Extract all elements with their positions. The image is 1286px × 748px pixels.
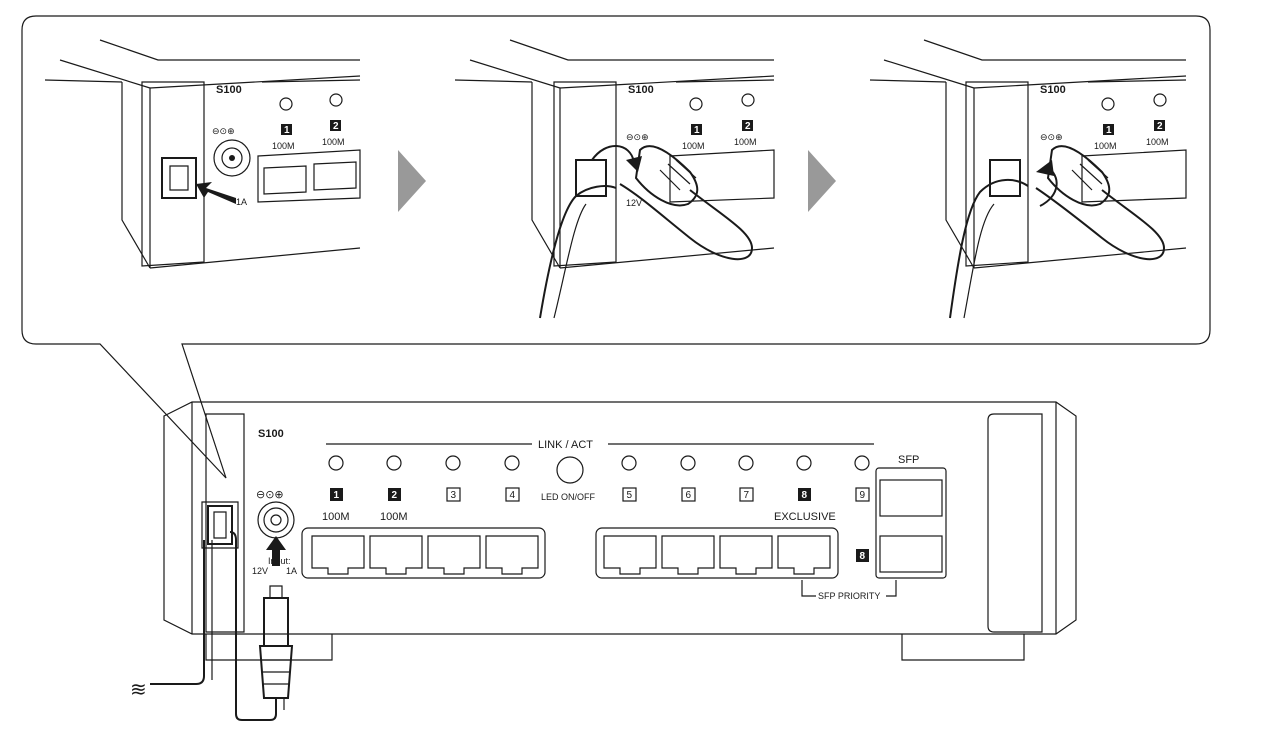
step1-rating: 1A (236, 197, 247, 207)
port-num-4: 4 (510, 490, 516, 501)
rj45-port-4[interactable] (485, 535, 539, 575)
step1-power-symbol: ⊖⊙⊕ (212, 126, 235, 136)
step-arrow-2 (808, 150, 836, 212)
port-num-2: 2 (392, 490, 398, 501)
led-6 (680, 455, 696, 471)
led-2 (386, 455, 402, 471)
sfp-label: SFP (898, 454, 919, 466)
rj45-group-right (595, 527, 839, 579)
step1-speed-1: 100M (272, 141, 295, 151)
step2-port-1-num: 1 (694, 125, 700, 136)
led-row (328, 455, 870, 471)
device-rear-panel: S100 LINK / ACT LED ON/OFF 1 2 3 (163, 401, 1077, 661)
rj45-port-5[interactable] (603, 535, 657, 575)
callout-bubble (21, 15, 1211, 479)
model-label: S100 (258, 428, 284, 440)
power-symbol: ⊖⊙⊕ (256, 489, 284, 501)
power-cable: ≋ (130, 540, 213, 701)
power-rating-right: 1A (286, 566, 297, 576)
step-panel-1: S100 1 2 100M 100M ⊖⊙⊕ 1A (44, 39, 361, 269)
step1-port-1-num: 1 (284, 125, 290, 136)
led-7 (738, 455, 754, 471)
speed-label-2: 100M (380, 511, 408, 523)
step2-speed-2: 100M (734, 137, 757, 147)
rj45-port-1[interactable] (311, 535, 365, 575)
rj45-group-left (301, 527, 546, 579)
led-3 (445, 455, 461, 471)
dc-power-jack[interactable] (257, 501, 295, 539)
rj45-port-3[interactable] (427, 535, 481, 575)
step2-speed-1: 100M (682, 141, 705, 151)
step1-port-2-num: 2 (333, 121, 339, 132)
led-8 (796, 455, 812, 471)
step2-rating: 12V (626, 198, 642, 208)
step-arrow-1 (398, 150, 426, 212)
power-rating-left: 12V (252, 566, 268, 576)
sfp-port-num-8: 8 (860, 551, 866, 562)
led-4 (504, 455, 520, 471)
led-header-label: LINK / ACT (538, 439, 593, 451)
dc-plug-cable (229, 531, 294, 721)
insert-arrow (266, 536, 286, 566)
step3-speed-2: 100M (1146, 137, 1169, 147)
led-on-off-label: LED ON/OFF (541, 492, 596, 502)
sfp-priority-label: SFP PRIORITY (818, 591, 880, 601)
led-on-off-button[interactable] (556, 456, 584, 484)
step2-power-symbol: ⊖⊙⊕ (626, 132, 649, 142)
step-panel-2: S100 1 2 100M 100M ⊖⊙⊕ 12V (454, 39, 775, 319)
exclusive-label: EXCLUSIVE (774, 511, 836, 523)
led-9 (854, 455, 870, 471)
port-num-5: 5 (627, 490, 633, 501)
led-5 (621, 455, 637, 471)
cable-break-symbol: ≋ (130, 679, 147, 701)
step3-port-1-num: 1 (1106, 125, 1112, 136)
step3-port-2-num: 2 (1157, 121, 1163, 132)
cable-hook[interactable] (201, 501, 239, 549)
port-num-6: 6 (686, 490, 692, 501)
step1-model-label: S100 (216, 84, 242, 96)
led-1 (328, 455, 344, 471)
port-num-3: 3 (451, 490, 457, 501)
port-num-1: 1 (334, 490, 340, 501)
step-panel-3: S100 1 2 100M 100M ⊖⊙⊕ (869, 39, 1187, 319)
port-number-row: 1 2 3 4 5 6 7 8 9 (330, 487, 870, 502)
sfp-cage (875, 467, 947, 579)
port-num-7: 7 (744, 490, 750, 501)
port-num-8: 8 (802, 490, 808, 501)
speed-label-1: 100M (322, 511, 350, 523)
step2-port-2-num: 2 (745, 121, 751, 132)
rj45-port-7[interactable] (719, 535, 773, 575)
rj45-port-6[interactable] (661, 535, 715, 575)
step2-model-label: S100 (628, 84, 654, 96)
rj45-port-8[interactable] (777, 535, 831, 575)
sfp-port-9[interactable] (879, 479, 943, 517)
port-num-9: 9 (860, 490, 866, 501)
step3-model-label: S100 (1040, 84, 1066, 96)
step1-speed-2: 100M (322, 137, 345, 147)
step3-power-symbol: ⊖⊙⊕ (1040, 132, 1063, 142)
step3-speed-1: 100M (1094, 141, 1117, 151)
rj45-port-2[interactable] (369, 535, 423, 575)
sfp-port-8[interactable] (879, 535, 943, 573)
